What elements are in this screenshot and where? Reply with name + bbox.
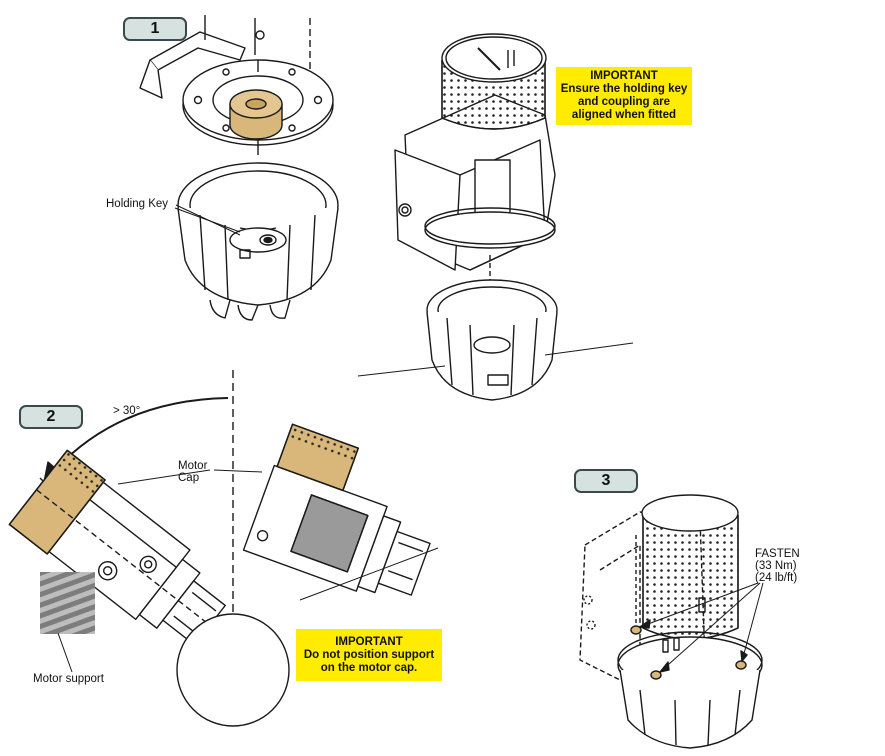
coupling	[229, 89, 283, 140]
step-badge-3: 3	[574, 469, 638, 493]
motor-cage-step1	[174, 162, 339, 321]
fasten-torque-nm: (33 Nm)	[755, 560, 797, 572]
angle-label: > 30°	[113, 405, 141, 417]
note-line: Do not position support	[303, 648, 435, 661]
motor-cap-label-line2: Cap	[178, 472, 200, 484]
motor-cage-step1b	[357, 279, 634, 401]
note-line: and coupling are	[577, 96, 670, 108]
holding-key-label: Holding Key	[106, 198, 169, 210]
fasten-torque-lbft: (24 lb/ft)	[755, 572, 798, 584]
note-title: IMPORTANT	[335, 635, 403, 648]
note-line: aligned when fitted	[571, 109, 677, 121]
note-title: IMPORTANT	[590, 70, 658, 82]
tilted-motor-left	[8, 449, 290, 727]
motor-unit-step1	[394, 94, 556, 271]
motor-cap-step1	[441, 33, 547, 130]
motor-support-label: Motor support	[33, 673, 104, 685]
important-note-support: IMPORTANT Do not position support on the…	[296, 629, 442, 681]
fasten-title: FASTEN	[755, 548, 800, 560]
note-line: on the motor cap.	[320, 661, 418, 674]
mounting-bracket	[139, 15, 311, 99]
note-line: Ensure the holding key	[560, 83, 688, 95]
fasten-label: FASTEN (33 Nm) (24 lb/ft)	[755, 548, 800, 584]
motor-cap-label: Motor Cap	[178, 460, 207, 484]
tilted-motor-right	[242, 423, 439, 601]
motor-cap-label-line1: Motor	[178, 460, 208, 472]
step-badge-1: 1	[123, 17, 187, 41]
important-note-alignment: IMPORTANT Ensure the holding key and cou…	[556, 67, 692, 125]
step-badge-2: 2	[19, 405, 83, 429]
assembled-motor	[579, 494, 764, 749]
